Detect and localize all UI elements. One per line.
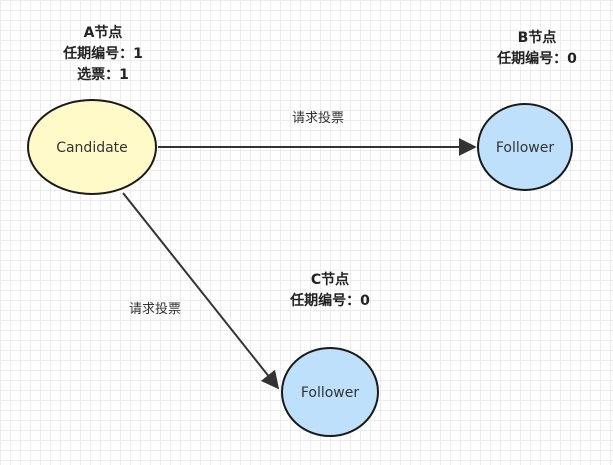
- node-a-ellipse[interactable]: [27, 99, 157, 195]
- edge-label-a-to-c: 请求投票: [129, 301, 181, 317]
- node-c-ellipse[interactable]: [281, 347, 379, 437]
- edge-label-a-to-b: 请求投票: [292, 110, 344, 126]
- node-c-role: Follower: [301, 385, 360, 401]
- node-b-role: Follower: [496, 140, 555, 156]
- node-a-role: Candidate: [56, 140, 128, 156]
- node-a-term: 任期编号：1: [62, 45, 143, 62]
- edge-a-to-c: [122, 192, 280, 390]
- node-a-title: A节点: [84, 24, 123, 41]
- node-c-title: C节点: [311, 271, 349, 288]
- node-b-term: 任期编号：0: [496, 50, 577, 67]
- node-b-ellipse[interactable]: [477, 103, 573, 191]
- node-c-term: 任期编号：0: [289, 292, 370, 309]
- node-b-title: B节点: [518, 29, 557, 46]
- node-a-votes: 选票：1: [77, 66, 129, 83]
